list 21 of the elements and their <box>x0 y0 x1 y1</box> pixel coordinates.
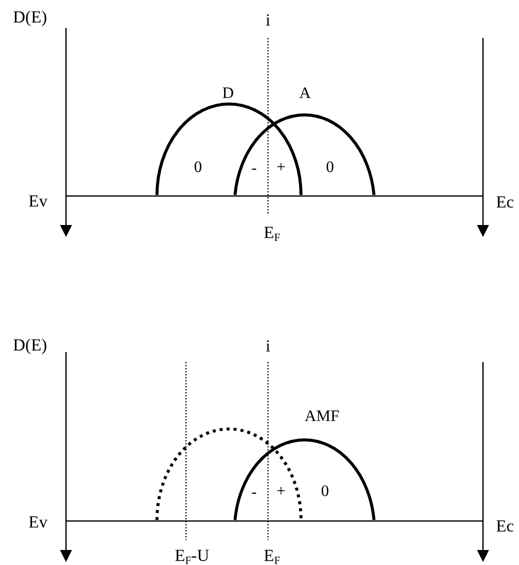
charge-sign: - <box>251 161 257 177</box>
charge-sign: + <box>276 484 286 500</box>
level-label: Ec <box>496 194 514 210</box>
level-label: Ev <box>28 514 48 530</box>
level-label: E$_{F}$ <box>264 224 280 244</box>
level-label: E$_{F}$ <box>264 547 280 565</box>
region-label: 0 <box>321 484 329 500</box>
curve-label: D <box>222 86 234 102</box>
curve-label: AMF <box>304 409 340 425</box>
charge-sign: + <box>276 160 286 176</box>
level-label: Ec <box>496 518 514 534</box>
level-label: Ev <box>28 192 48 210</box>
region-label: 0 <box>194 160 202 176</box>
charge-sign: - <box>251 485 257 501</box>
curve-label: A <box>299 86 311 102</box>
axis-label: D(E) <box>13 8 47 26</box>
axis-label: D(E) <box>13 336 47 354</box>
line-label: i <box>266 338 270 354</box>
line-label: i <box>266 12 270 28</box>
level-label: E$_{F}$-U <box>174 547 210 565</box>
region-label: 0 <box>326 160 334 176</box>
